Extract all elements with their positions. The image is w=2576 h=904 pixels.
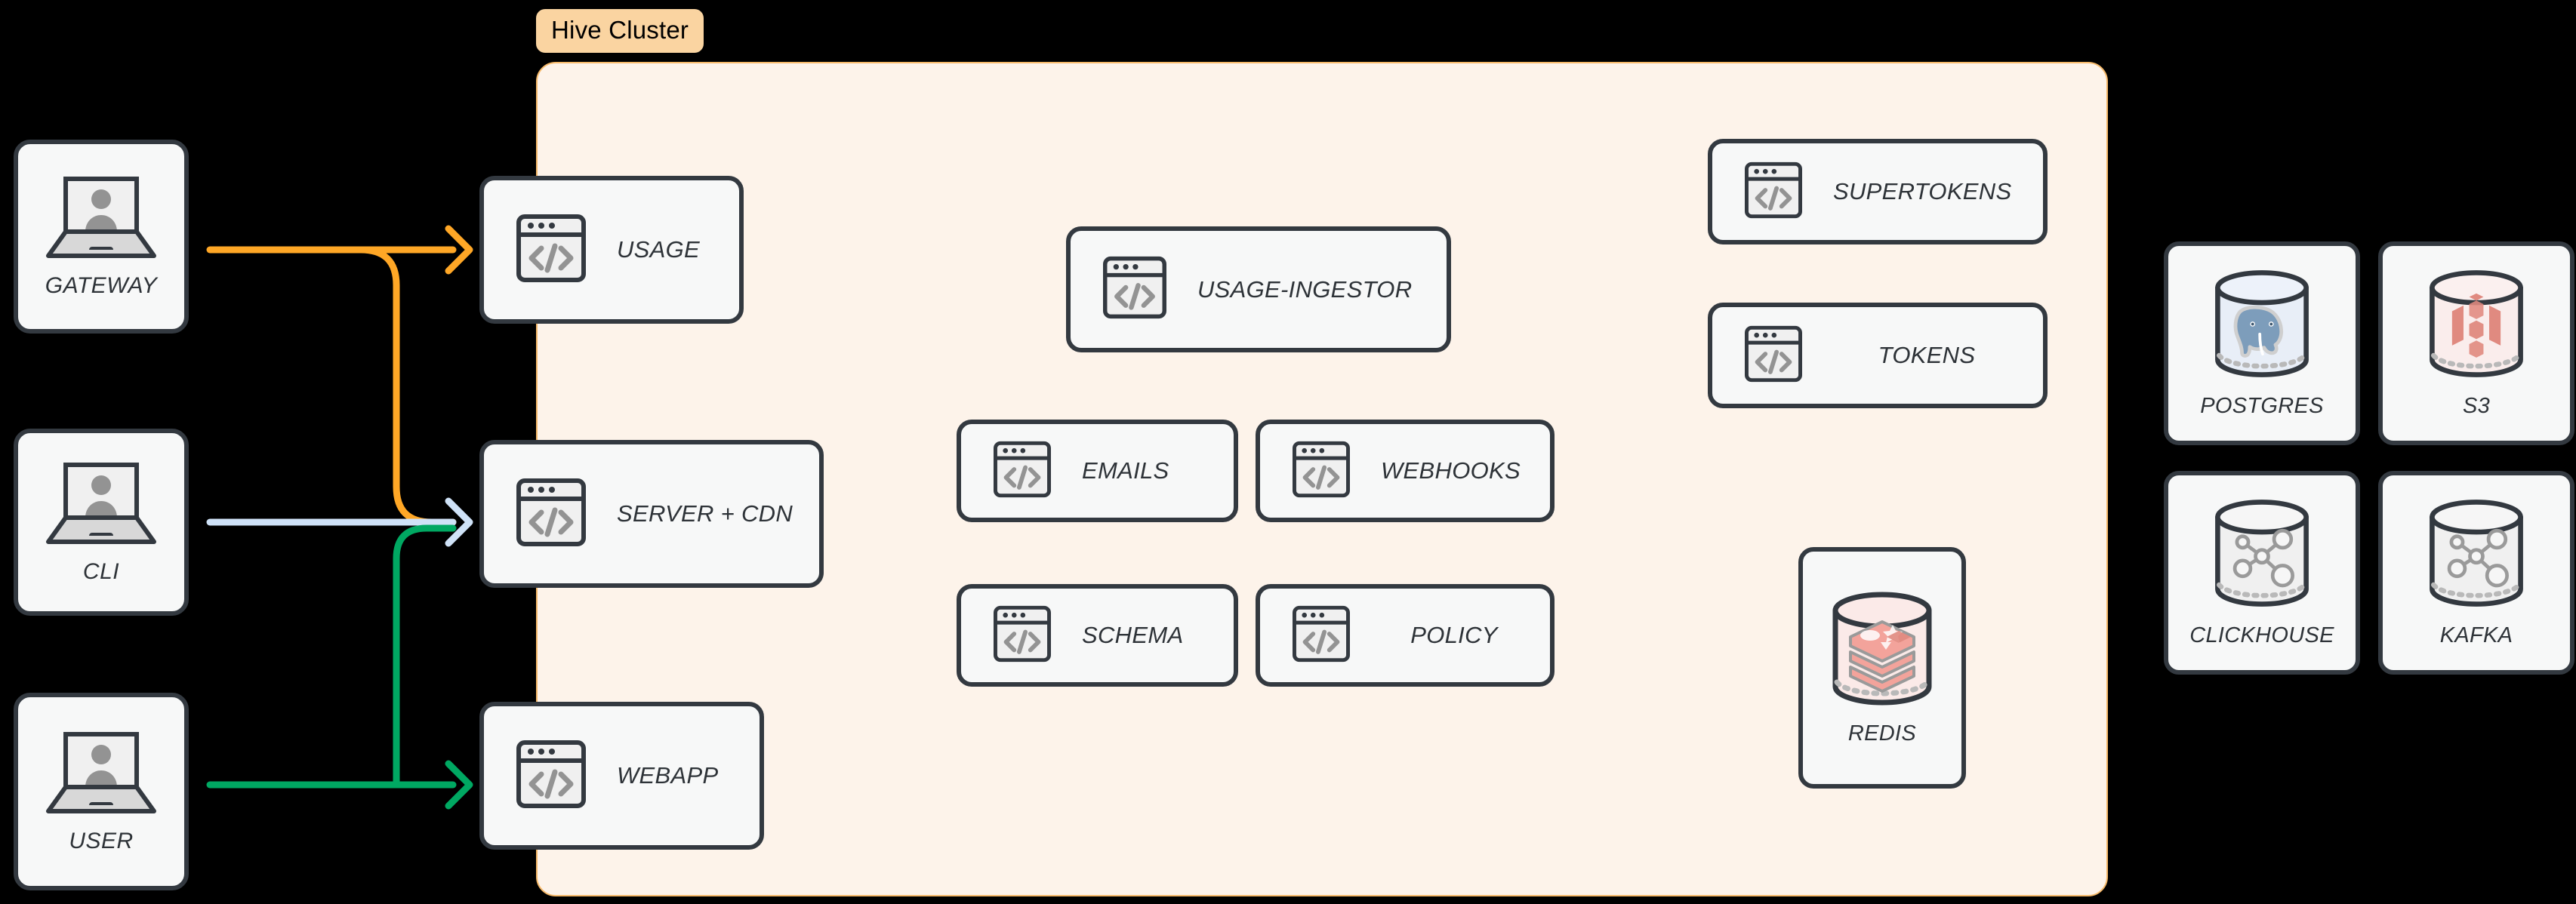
service-card-schema[interactable]: SCHEMA bbox=[957, 584, 1238, 687]
service-label: TOKENS bbox=[1878, 342, 1976, 368]
service-card-server-cdn[interactable]: SERVER + CDN bbox=[479, 440, 824, 588]
laptop-person-icon bbox=[44, 460, 159, 552]
service-label: WEBAPP bbox=[617, 762, 719, 789]
service-label: USAGE bbox=[617, 236, 701, 263]
store-card-redis[interactable]: REDIS bbox=[1798, 547, 1966, 789]
edge-user-webapp bbox=[206, 760, 473, 810]
laptop-person-icon bbox=[44, 730, 159, 821]
code-window-icon bbox=[1292, 605, 1351, 666]
service-card-emails[interactable]: EMAILS bbox=[957, 420, 1238, 522]
s3-cylinder-icon bbox=[2424, 268, 2528, 383]
service-card-usage[interactable]: USAGE bbox=[479, 176, 744, 324]
redis-cylinder-icon bbox=[1827, 590, 1937, 711]
edge-user-server-cdn bbox=[393, 524, 457, 789]
code-window-icon bbox=[1292, 441, 1351, 502]
service-label: WEBHOOKS bbox=[1381, 457, 1521, 484]
service-label: SCHEMA bbox=[1082, 622, 1184, 648]
service-card-tokens[interactable]: TOKENS bbox=[1708, 303, 2048, 408]
actor-card-gateway[interactable]: GATEWAY bbox=[14, 140, 189, 334]
laptop-person-icon bbox=[44, 174, 159, 266]
code-window-icon bbox=[1744, 161, 1803, 223]
edge-gateway-server-cdn bbox=[357, 246, 457, 526]
service-label: POLICY bbox=[1410, 622, 1498, 648]
code-window-icon bbox=[993, 605, 1052, 666]
store-card-postgres[interactable]: POSTGRES bbox=[2164, 241, 2360, 445]
service-label: EMAILS bbox=[1082, 457, 1169, 484]
actor-label: GATEWAY bbox=[45, 273, 158, 298]
store-label: CLICKHOUSE bbox=[2189, 623, 2334, 647]
service-card-usage-ingestor[interactable]: USAGE-INGESTOR bbox=[1066, 226, 1451, 352]
service-label: SUPERTOKENS bbox=[1833, 178, 2012, 204]
store-label: POSTGRES bbox=[2200, 394, 2324, 418]
actor-card-user[interactable]: USER bbox=[14, 693, 189, 890]
service-card-webhooks[interactable]: WEBHOOKS bbox=[1256, 420, 1555, 522]
actor-card-cli[interactable]: CLI bbox=[14, 429, 189, 616]
hive-cluster-label: Hive Cluster bbox=[536, 9, 704, 53]
actor-label: USER bbox=[69, 828, 134, 853]
nodegraph-cylinder-icon bbox=[2210, 497, 2314, 613]
code-window-icon bbox=[1744, 325, 1803, 386]
store-label: REDIS bbox=[1847, 721, 1917, 746]
store-card-clickhouse[interactable]: CLICKHOUSE bbox=[2164, 471, 2360, 675]
code-window-icon bbox=[1102, 256, 1167, 323]
service-label: USAGE-INGESTOR bbox=[1197, 275, 1413, 303]
service-card-policy[interactable]: POLICY bbox=[1256, 584, 1555, 687]
code-window-icon bbox=[516, 739, 587, 813]
code-window-icon bbox=[516, 478, 587, 551]
service-card-supertokens[interactable]: SUPERTOKENS bbox=[1708, 139, 2048, 244]
service-card-webapp[interactable]: WEBAPP bbox=[479, 702, 764, 850]
store-label: KAFKA bbox=[2439, 623, 2513, 647]
store-card-kafka[interactable]: KAFKA bbox=[2378, 471, 2574, 675]
store-label: S3 bbox=[2462, 394, 2491, 418]
arrowhead-orange-usage bbox=[445, 225, 473, 275]
code-window-icon bbox=[993, 441, 1052, 502]
code-window-icon bbox=[516, 214, 587, 287]
postgres-cylinder-icon bbox=[2210, 268, 2314, 383]
store-card-s3[interactable]: S3 bbox=[2378, 241, 2574, 445]
service-label: SERVER + CDN bbox=[617, 500, 793, 527]
edge-cli-server-cdn bbox=[206, 497, 473, 547]
nodegraph-cylinder-icon bbox=[2424, 497, 2528, 613]
actor-label: CLI bbox=[82, 558, 120, 584]
